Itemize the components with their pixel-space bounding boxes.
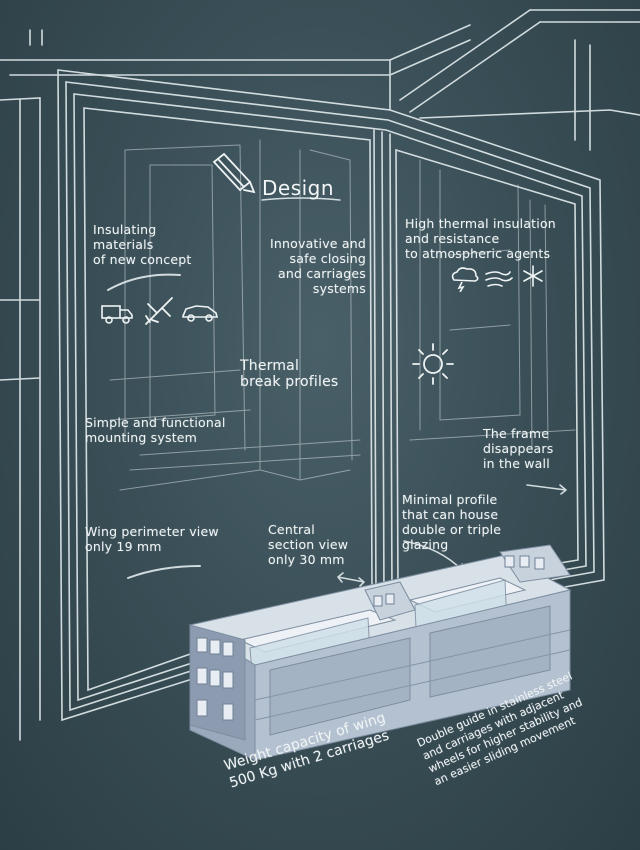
sun-icon — [412, 343, 454, 385]
wind-icon — [485, 271, 513, 287]
profile-section-3d — [188, 544, 572, 761]
pencil-icon — [212, 152, 256, 194]
snowflake-icon — [523, 265, 543, 287]
mounting-note: Simple and functional mounting system — [85, 415, 226, 445]
central-section-note: Central section view only 30 mm — [268, 522, 349, 567]
minimal-profile-note: Minimal profile that can house double or… — [402, 492, 502, 552]
design-title: Design — [262, 176, 335, 200]
storm-cloud-icon — [451, 267, 479, 292]
car-icon — [182, 305, 219, 322]
innovative-note: Innovative and safe closing and carriage… — [270, 236, 366, 296]
frame-disappears-note: The frame disappears in the wall — [483, 426, 554, 471]
insulating-note: Insulating materials of new concept — [93, 222, 192, 267]
wing-perimeter-note: Wing perimeter view only 19 mm — [85, 524, 219, 554]
truck-icon — [101, 305, 133, 324]
thermal-insulation-note: High thermal insulation and resistance t… — [405, 216, 556, 261]
thermal-break-note: Thermal break profiles — [240, 358, 339, 390]
airplane-icon — [145, 297, 173, 325]
